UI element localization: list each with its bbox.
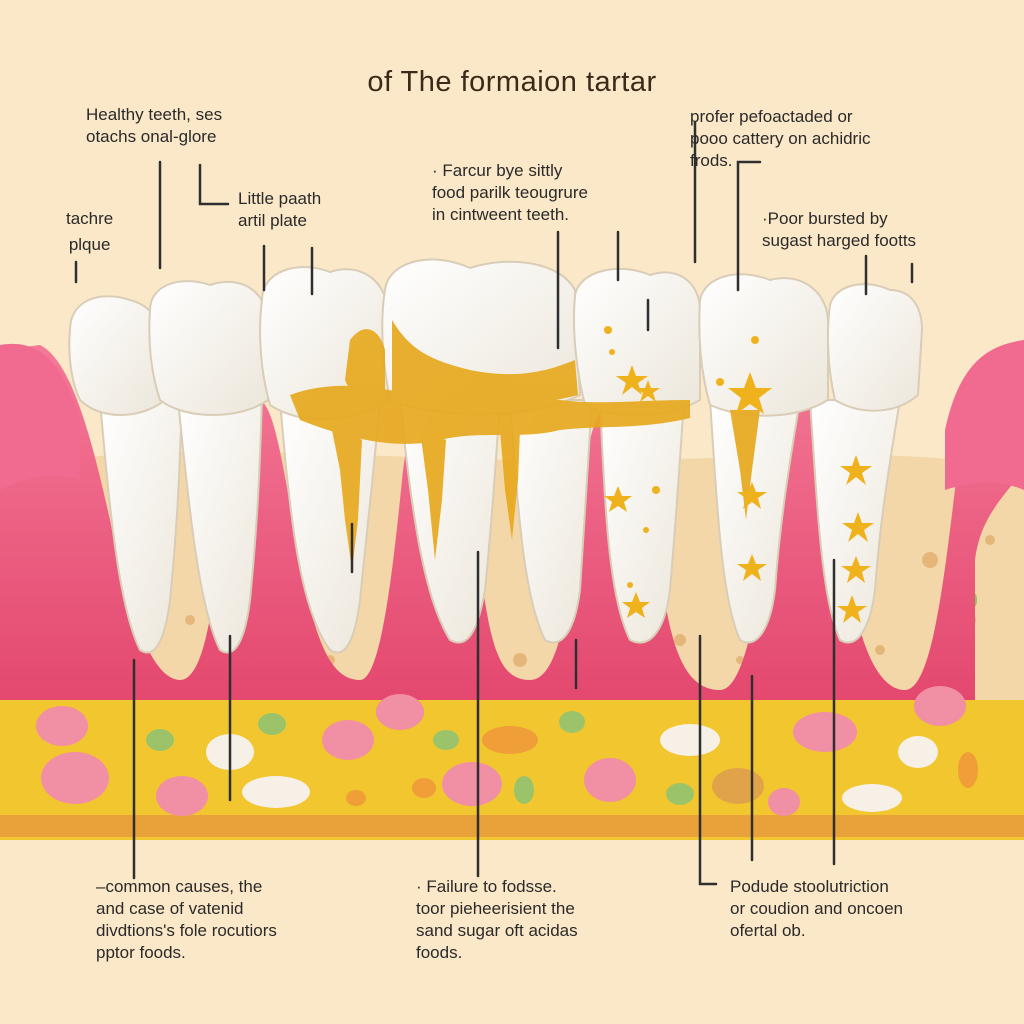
line-frods (736, 160, 762, 292)
star-9 (737, 554, 767, 581)
green-blob-3 (433, 730, 459, 750)
pink-blob-7 (584, 758, 636, 802)
tartar-deposits (290, 320, 760, 570)
white-blob-4 (898, 736, 938, 768)
white-blob-5 (842, 784, 902, 812)
dot-5 (627, 582, 633, 588)
label-poor-sugar: ·Poor bursted by sugast harged footts (762, 209, 917, 250)
gum-top-lip-left (0, 343, 80, 490)
label-healthy-teeth: Healthy teeth, ses otachs onal-glore (86, 105, 223, 146)
orange-blob-3 (712, 768, 764, 804)
label-podude: Podude stoolutriction or coudion and onc… (730, 877, 903, 940)
crown-2 (148, 280, 269, 416)
line-podude (698, 634, 718, 886)
diagram-title: of The formaion tartar (367, 66, 657, 98)
label-tachre-plque: tachre plque (66, 209, 114, 254)
crown-5 (573, 267, 701, 417)
root-2 (176, 399, 264, 654)
tartar-stars (604, 326, 874, 623)
tartar-crown-patch (345, 329, 385, 397)
line-little (198, 163, 230, 206)
dot-4 (643, 527, 649, 533)
callout-lines (74, 120, 914, 886)
gum-top-lip-right (945, 340, 1024, 490)
crown-6 (698, 273, 829, 417)
white-blob-3 (660, 724, 720, 756)
green-blob-5 (559, 711, 585, 733)
green-blob-1 (146, 729, 174, 751)
tartar-crown-patch-2 (392, 320, 578, 407)
pink-blob-1 (36, 706, 88, 746)
pink-blob-8 (793, 712, 857, 752)
green-blob-6 (666, 783, 694, 805)
label-common-causes: –common causes, the and case of vatenid … (96, 877, 277, 962)
star-1 (616, 365, 648, 395)
pink-blob-4 (322, 720, 374, 760)
star-7 (837, 595, 867, 623)
star-6 (841, 556, 871, 583)
tartar-drip-4 (730, 410, 760, 520)
dot-7 (751, 336, 759, 344)
pink-blob-2 (41, 752, 109, 804)
dot-6 (716, 378, 724, 386)
pink-blob-3 (156, 776, 208, 816)
label-little-path: Little paath artil plate (238, 189, 322, 230)
orange-blob-2 (412, 778, 436, 798)
orange-blob-5 (958, 752, 978, 788)
label-profer: profer pefoactaded or pooo cattery on ac… (690, 107, 871, 170)
base-blobs (36, 686, 978, 816)
dot-3 (652, 486, 660, 494)
dot-1 (604, 326, 612, 334)
star-8 (737, 482, 767, 509)
pink-blob-6 (442, 762, 502, 806)
dot-2 (609, 349, 615, 355)
root-7 (708, 399, 802, 644)
tartar-drip-2 (420, 430, 446, 560)
root-6 (598, 399, 686, 644)
pink-blob-9 (914, 686, 966, 726)
pink-blob-10 (768, 788, 800, 816)
green-blob-4 (514, 776, 534, 804)
star-11 (622, 592, 650, 618)
star-3 (728, 372, 772, 414)
crown-7 (826, 283, 924, 412)
root-1 (98, 399, 184, 654)
star-4 (840, 455, 872, 485)
green-blob-2 (258, 713, 286, 735)
orange-blob-4 (346, 790, 366, 806)
white-blob-2 (242, 776, 310, 808)
orange-blob-1 (482, 726, 538, 754)
label-food-particles: · Farcur bye sittly food parilk teougrur… (432, 161, 588, 224)
label-failure: · Failure to fodsse. toor pieheerisient … (416, 877, 578, 962)
star-5 (842, 512, 874, 542)
pink-blob-5 (376, 694, 424, 730)
tartar-drip-3 (500, 430, 520, 540)
star-2 (636, 380, 660, 402)
root-5 (508, 399, 594, 644)
tartar-band (290, 385, 690, 444)
tartar-drip-1 (330, 420, 362, 570)
jaw-bottom-strip (0, 815, 1024, 837)
star-10 (604, 486, 632, 512)
